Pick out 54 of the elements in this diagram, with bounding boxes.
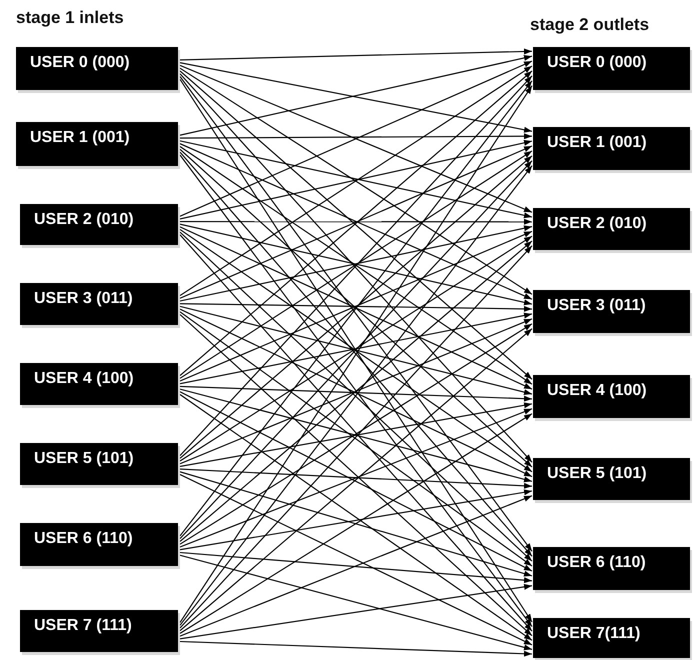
arrow <box>180 312 532 384</box>
user-label: USER 1 (001) <box>547 134 647 152</box>
arrow <box>180 552 532 584</box>
arrow <box>180 468 532 489</box>
user-box <box>16 122 178 166</box>
user-label: USER 2 (010) <box>34 211 134 229</box>
user-box <box>533 375 690 418</box>
arrow <box>180 386 532 402</box>
arrow <box>180 489 532 550</box>
arrow <box>180 640 532 657</box>
user-label: USER 6 (110) <box>547 554 646 572</box>
user-box <box>533 127 690 170</box>
user-box <box>20 283 178 325</box>
arrow <box>180 402 532 467</box>
user-box <box>533 458 690 500</box>
user-label: USER 2 (010) <box>547 215 647 233</box>
arrow <box>180 474 532 646</box>
column-heading: stage 2 outlets <box>530 15 650 35</box>
arrow <box>180 391 532 572</box>
arrow <box>180 584 532 640</box>
user-box <box>533 47 690 90</box>
user-label: USER 6 (110) <box>34 530 133 548</box>
arrow <box>180 388 532 482</box>
user-box <box>533 547 690 590</box>
arrow <box>180 471 532 576</box>
user-box <box>533 290 690 333</box>
user-label: USER 4 (100) <box>547 382 647 400</box>
arrow <box>180 554 532 650</box>
arrow <box>180 48 532 60</box>
user-label: USER 7 (111) <box>34 617 132 635</box>
user-label: USER 5 (101) <box>547 465 647 483</box>
arrow <box>180 303 532 312</box>
user-label: USER 3 (011) <box>547 297 646 315</box>
user-label: USER 5 (101) <box>34 450 134 468</box>
arrow <box>180 306 532 396</box>
user-label: USER 1 (001) <box>30 129 130 147</box>
user-label: USER 3 (011) <box>34 290 133 308</box>
user-box <box>20 523 178 566</box>
user-box <box>16 47 178 90</box>
arrow <box>180 133 532 140</box>
arrow <box>180 495 532 637</box>
column-heading: stage 1 inlets <box>16 8 124 28</box>
user-box <box>20 363 178 405</box>
arrow <box>180 408 532 548</box>
user-box <box>533 208 690 250</box>
arrow <box>180 218 532 225</box>
user-box <box>533 618 690 658</box>
user-label: USER 0 (000) <box>30 54 130 72</box>
user-box <box>20 204 178 245</box>
user-label: USER 4 (100) <box>34 370 134 388</box>
user-label: USER 0 (000) <box>547 54 647 72</box>
user-label: USER 7(111) <box>547 625 640 643</box>
user-box <box>20 610 178 652</box>
user-box <box>20 443 178 485</box>
